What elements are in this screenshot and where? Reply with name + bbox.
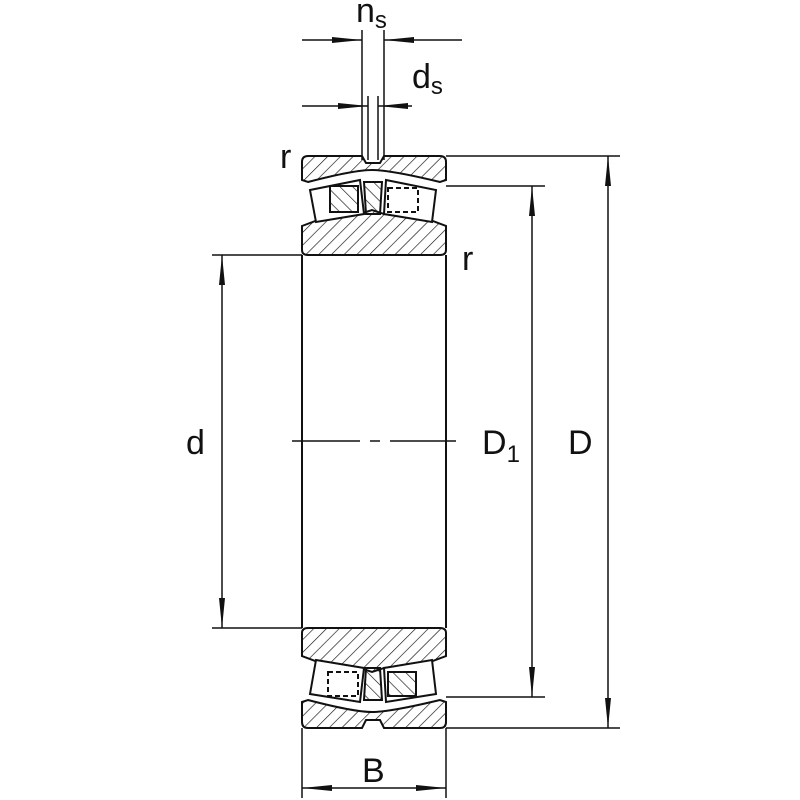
label-d: d	[186, 424, 205, 462]
outer-ring-top	[301, 155, 447, 184]
cage-right-bottom	[387, 671, 417, 697]
cage-right-top	[387, 187, 419, 213]
dimension-lines	[219, 37, 611, 791]
bearing-body	[301, 155, 447, 729]
outer-ring-bottom	[301, 698, 447, 729]
label-r-inner: r	[462, 240, 473, 278]
roller-right-top	[382, 178, 438, 224]
label-n: ns	[356, 0, 387, 34]
label-r-top: r	[280, 138, 291, 176]
inner-ring-bottom	[301, 627, 447, 674]
label-B: B	[362, 752, 385, 790]
label-D1: D1	[482, 424, 520, 468]
guide-ring-top	[362, 181, 384, 215]
label-ds: ds	[412, 58, 443, 100]
label-D: D	[568, 424, 593, 462]
cage-left-top	[329, 185, 359, 213]
guide-ring-bottom	[362, 667, 384, 701]
cage-left-bottom	[327, 671, 359, 697]
roller-left-bottom	[308, 658, 366, 704]
